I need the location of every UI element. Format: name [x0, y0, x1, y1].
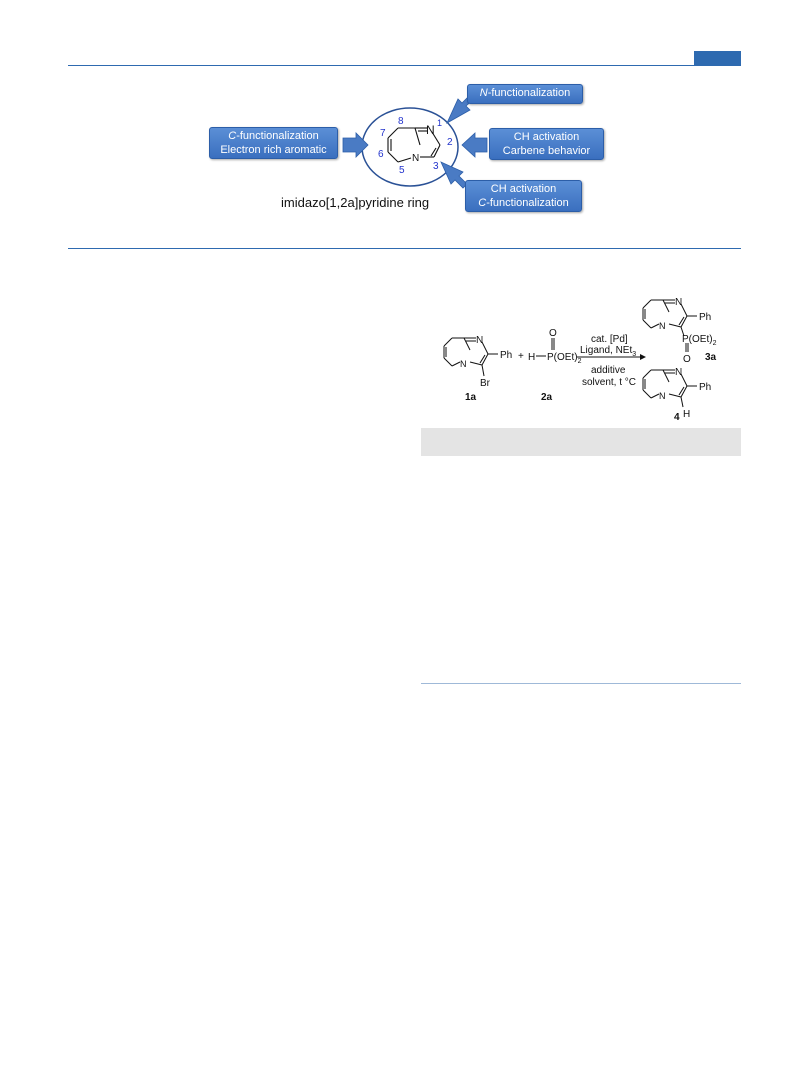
c-italic-2: C: [478, 197, 487, 209]
br-1a: Br: [480, 378, 491, 389]
ring-n1: N: [426, 123, 435, 137]
table-header-bar: [421, 428, 741, 456]
condition-4: solvent, t °C: [582, 377, 636, 388]
n-3a-bridge: N: [659, 321, 666, 331]
ring-diagram: N N 1 2 3 5 6 7 8: [342, 94, 488, 189]
ph-4: Ph: [699, 382, 711, 393]
n-functionalization-text: -functionalization: [487, 87, 571, 99]
ch-activation-text: CH activation: [513, 131, 580, 143]
o-2a: O: [549, 328, 557, 339]
ring-position-3: 3: [433, 161, 439, 172]
label-2a: 2a: [541, 392, 553, 403]
condition-3: additive: [591, 365, 626, 376]
arrow-bottom-right-icon: [440, 161, 468, 189]
ph-3a: Ph: [699, 312, 711, 323]
ring-position-1: 1: [437, 118, 442, 128]
electron-rich-text: Electron rich aromatic: [220, 144, 327, 156]
carbene-behavior-text: Carbene behavior: [502, 145, 591, 157]
n-4-top: N: [675, 367, 682, 378]
ch-activation-text-2: CH activation: [490, 183, 557, 195]
condition-1: cat. [Pd]: [591, 334, 628, 345]
ring-position-7: 7: [380, 128, 386, 139]
n-3a-top: N: [675, 297, 682, 308]
condition-2: Ligand, NEt3: [580, 345, 636, 358]
ring-position-5: 5: [399, 165, 405, 176]
ring-caption: imidazo[1,2a]pyridine ring: [281, 195, 430, 210]
c-italic: C: [228, 130, 237, 142]
c-functionalization-box: C-functionalization Electron rich aromat…: [209, 127, 338, 159]
ring-ellipse: [361, 107, 459, 187]
c-functionalization-text: -functionalization: [236, 130, 319, 142]
header-tab: [694, 51, 741, 65]
label-3a: 3a: [705, 352, 717, 363]
n-functionalization-box: N-functionalization: [467, 84, 583, 104]
table-bottom-rule: [421, 683, 741, 684]
h-2a: H: [528, 352, 535, 363]
n-1a-top: N: [476, 335, 483, 346]
ph-1a: Ph: [500, 350, 512, 361]
ring-position-8: 8: [398, 116, 404, 127]
n-italic: N: [479, 87, 488, 99]
n-4-bridge: N: [659, 391, 666, 401]
phosphite-3a: P(OEt)2: [682, 334, 717, 347]
arrow-left-icon: [342, 132, 369, 158]
header-rule: [68, 65, 741, 66]
imidazopyridine-structure: [387, 127, 441, 163]
ring-n4: N: [412, 153, 419, 164]
h-4: H: [683, 409, 690, 420]
label-4: 4: [674, 412, 680, 423]
phosphite-2a: P(OEt)2: [547, 352, 582, 365]
plus-sign: +: [518, 351, 524, 362]
reaction-arrow-head-icon: [640, 354, 646, 360]
ring-position-6: 6: [378, 149, 384, 160]
o-3a: O: [683, 354, 691, 365]
n-1a-bridge: N: [460, 359, 467, 369]
section-rule: [68, 248, 741, 249]
ch-activation-carbene-box: CH activation Carbene behavior: [489, 128, 604, 160]
ch-activation-c-box: CH activation C-functionalization: [465, 180, 582, 212]
ring-position-2: 2: [447, 137, 453, 148]
c-functionalization-text-2: -functionalization: [486, 197, 569, 209]
label-1a: 1a: [465, 392, 477, 403]
arrow-right-icon: [461, 132, 488, 158]
reaction-scheme: N N Ph Br + H O P(OEt)2 cat. [Pd] Ligand…: [443, 297, 717, 423]
